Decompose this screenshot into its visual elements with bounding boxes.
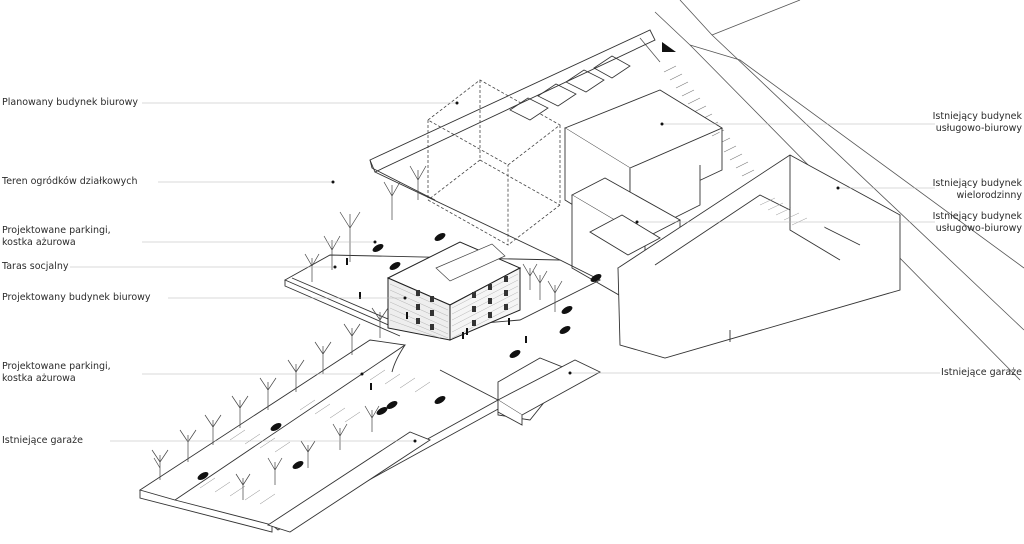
solar-panels [509, 55, 631, 121]
allotment-area [369, 29, 656, 261]
existing-service-building-2 [617, 154, 901, 359]
label-projected-parking-1: Projektowane parkingi, kostka ażurowa [2, 225, 111, 248]
label-planned-office: Planowany budynek biurowy [2, 97, 138, 108]
projected-office-building [386, 241, 522, 341]
north-arrow-icon [662, 42, 676, 52]
parking-stripes-lower [199, 369, 431, 505]
crosswalk [663, 65, 761, 185]
street-lines [639, 0, 1024, 381]
label-existing-residential: Istniejący budynek wielorodzinny [932, 178, 1022, 201]
parking-stripes-right [759, 197, 808, 226]
label-social-terrace: Taras socjalny [2, 261, 69, 272]
label-existing-service-office-2: Istniejący budynek usługowo-biurowy [932, 211, 1022, 234]
leader-lines [70, 102, 940, 442]
trees [151, 165, 563, 500]
leader-dots [331, 101, 840, 443]
label-existing-garages-left: Istniejące garaże [2, 435, 83, 446]
label-projected-parking-2: Projektowane parkingi, kostka ażurowa [2, 361, 111, 384]
label-projected-office: Projektowany budynek biurowy [2, 292, 151, 303]
label-existing-garages-right: Istniejące garaże [941, 367, 1022, 378]
planned-office-building [427, 79, 561, 246]
lower-parking-area [138, 339, 571, 533]
existing-garages-lower [266, 359, 601, 533]
label-existing-service-office-1: Istniejący budynek usługowo-biurowy [932, 111, 1022, 134]
label-allotment-gardens: Teren ogródków działkowych [2, 176, 138, 187]
cars [197, 233, 602, 480]
people [346, 258, 527, 390]
